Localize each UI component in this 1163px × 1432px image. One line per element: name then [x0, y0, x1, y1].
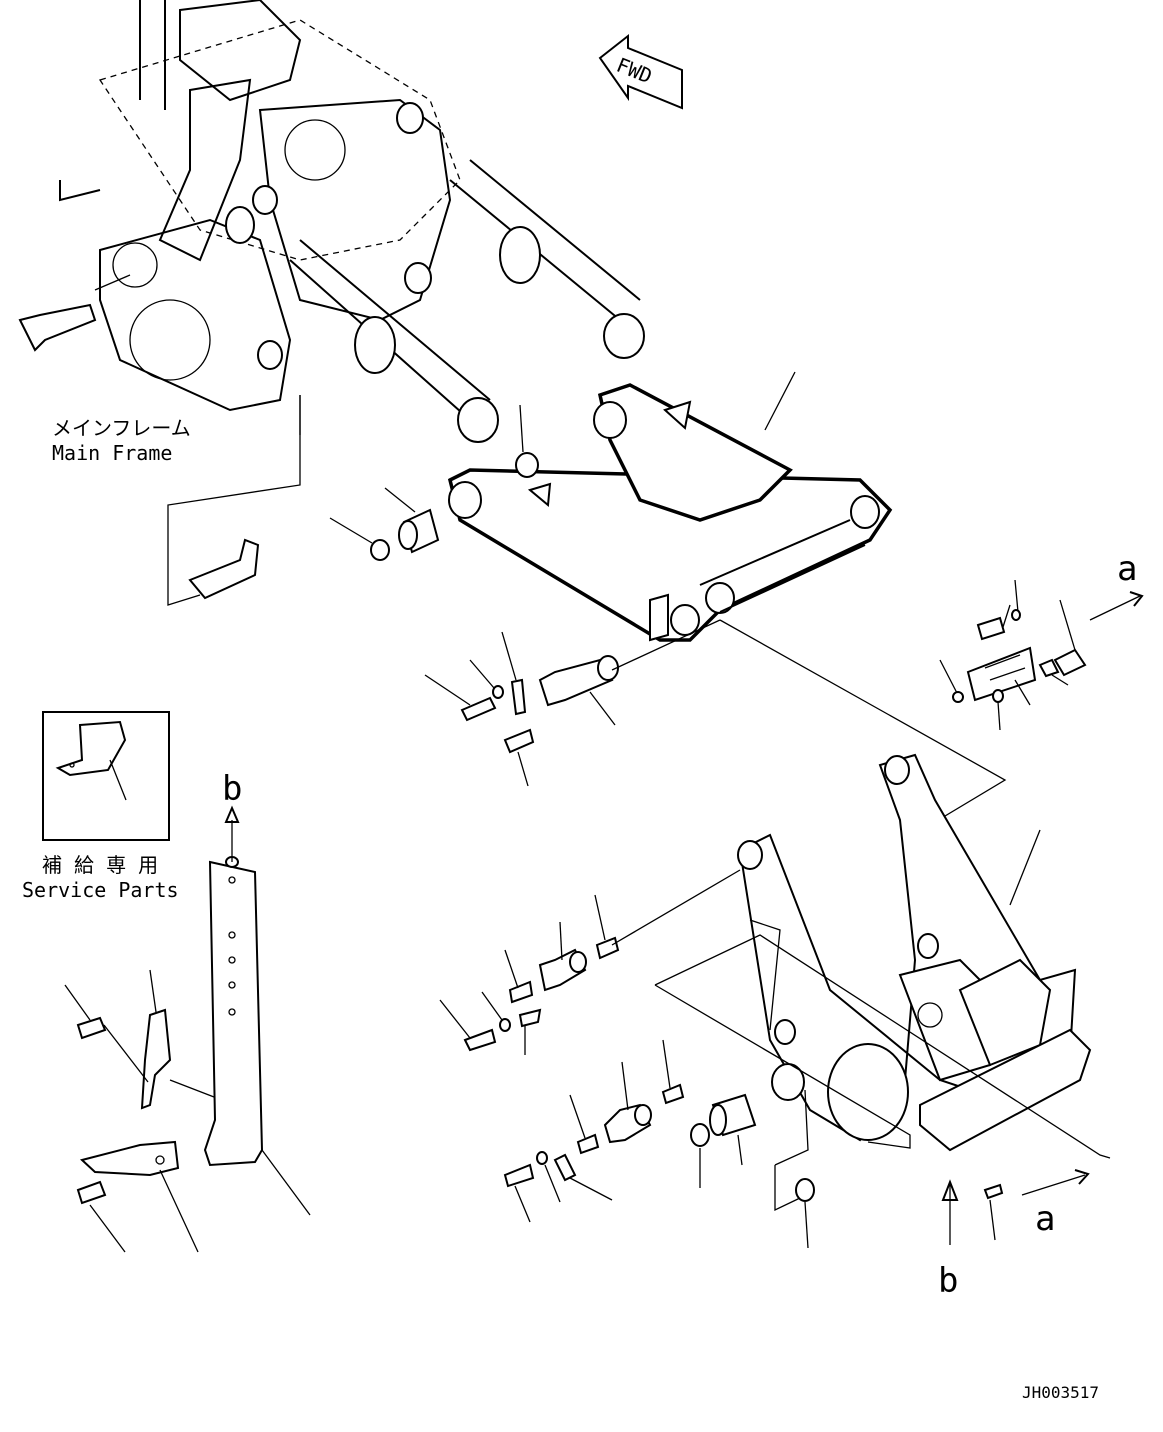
- service-parts-label-en: Service Parts: [22, 878, 179, 902]
- pin-assembly-upper: [439, 869, 741, 1055]
- service-parts-box: [42, 711, 170, 841]
- fwd-label: FWD: [613, 53, 655, 89]
- tooth-adapter-part: [64, 969, 215, 1253]
- drawing-id: JH003517: [1022, 1383, 1099, 1402]
- ref-b-left: b: [222, 769, 242, 809]
- grease-fitting-1: [503, 728, 535, 754]
- ref-a-bottom: a: [1035, 1199, 1055, 1239]
- lock-plate-1: [510, 678, 527, 716]
- fwd-arrow: FWD: [598, 33, 683, 110]
- side-cutter-part: [203, 805, 311, 1216]
- link-detail-a: [939, 579, 1144, 731]
- service-parts-label-jp: 補 給 専 用: [42, 853, 158, 877]
- ref-b-bottom: b: [938, 1261, 958, 1301]
- pin-assembly-lower: [503, 1039, 1004, 1249]
- bellcrank-part: [447, 371, 893, 642]
- main-frame-label-jp: メインフレーム: [52, 416, 191, 440]
- seal-ring-2: [370, 539, 390, 561]
- main-frame-label-en: Main Frame: [52, 441, 172, 465]
- bolt-1: [460, 696, 497, 722]
- main-frame-drawing: [18, 0, 645, 443]
- ref-a-top: a: [1117, 549, 1137, 589]
- seal-ring-1: [515, 452, 539, 478]
- lift-arm-part: [737, 753, 1092, 1152]
